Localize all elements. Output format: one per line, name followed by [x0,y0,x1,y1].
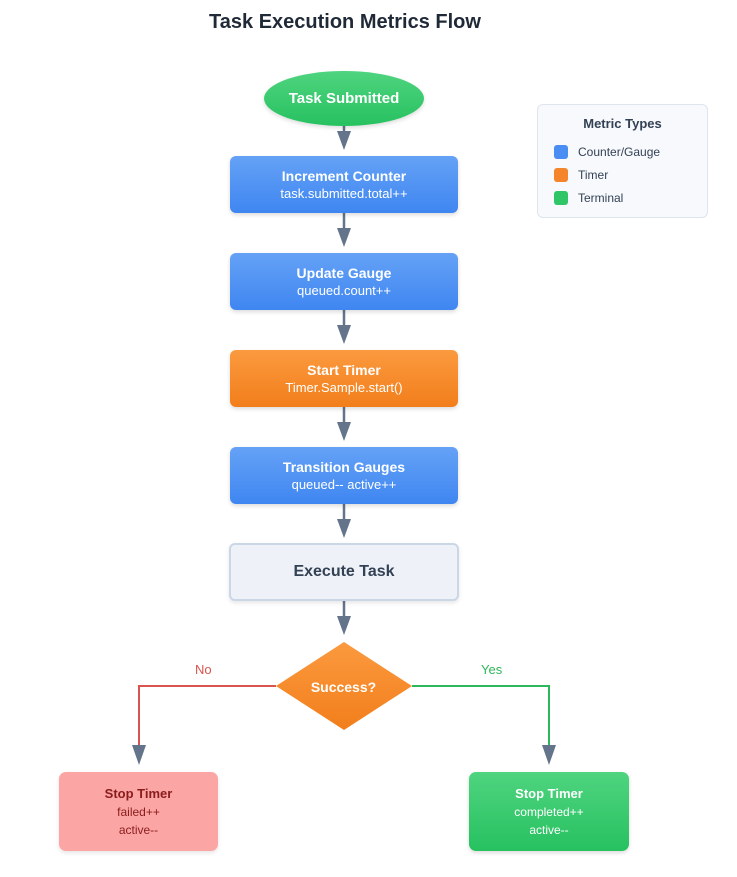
legend-label: Timer [578,168,609,182]
node-sublabel-line2: active-- [529,822,569,837]
node-increment-counter: Increment Counter task.submitted.total++ [230,156,458,213]
legend-item-terminal: Terminal [554,190,623,206]
legend: Metric Types Counter/Gauge Timer Termina… [537,104,708,218]
node-sublabel: Timer.Sample.start() [285,379,403,395]
connector-timer-to-transition [337,407,351,441]
legend-swatch-green [554,191,568,205]
diagram-title: Task Execution Metrics Flow [209,11,481,33]
decision-diamond [276,642,412,730]
node-stop-timer-completed: Stop Timer completed++ active-- [469,772,629,851]
legend-label: Terminal [578,191,624,205]
node-label: Task Submitted [288,89,400,107]
legend-swatch-blue [554,145,568,159]
node-label: Execute Task [293,563,395,580]
node-label: Stop Timer [104,785,173,801]
node-execute-task: Execute Task [229,543,459,601]
node-sublabel-line1: failed++ [117,804,160,819]
node-start-timer: Start Timer Timer.Sample.start() [230,350,458,407]
node-update-gauge: Update Gauge queued.count++ [230,253,458,310]
node-label: Start Timer [307,361,381,378]
connector-yes-branch [412,685,556,765]
node-stop-timer-failed: Stop Timer failed++ active-- [59,772,218,851]
node-transition-gauges: Transition Gauges queued-- active++ [230,447,458,504]
node-sublabel: queued-- active++ [291,476,397,492]
connector-no-branch [132,685,276,765]
legend-swatch-orange [554,168,568,182]
node-label: Stop Timer [515,785,583,801]
node-label: Update Gauge [296,264,392,281]
decision-label: Success? [310,679,377,695]
node-sublabel-line1: completed++ [514,804,584,819]
legend-label: Counter/Gauge [578,145,661,159]
legend-item-counter-gauge: Counter/Gauge [554,144,660,160]
branch-label-yes: Yes [481,662,503,677]
connector-execute-to-decision [337,601,351,635]
connector-counter-to-gauge [337,213,351,247]
node-label: Transition Gauges [282,458,406,475]
node-task-submitted: Task Submitted [264,71,424,126]
node-sublabel: queued.count++ [297,282,391,298]
connector-transition-to-execute [337,504,351,538]
node-label: Increment Counter [281,167,407,184]
legend-item-timer: Timer [554,167,608,183]
node-sublabel-line2: active-- [118,822,159,837]
node-sublabel: task.submitted.total++ [280,185,408,201]
legend-title: Metric Types [583,116,662,131]
connector-gauge-to-timer [337,310,351,344]
branch-label-no: No [195,662,212,677]
